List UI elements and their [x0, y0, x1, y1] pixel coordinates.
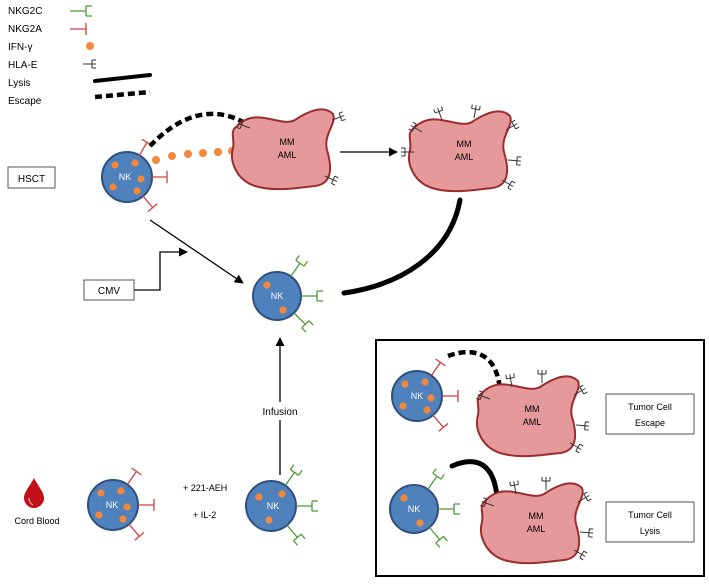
escape-curve-top — [148, 111, 252, 148]
hsct-label: HSCT — [18, 174, 45, 185]
inset-panel: NK MM AML Tumor Cell Escape NK — [375, 339, 705, 577]
nk-cell-expanded: NK — [252, 254, 324, 333]
legend-lysis-label: Lysis — [8, 78, 30, 89]
nk-label: NK — [408, 504, 421, 514]
blood-drop-icon — [24, 478, 44, 508]
tumor-cell-top-center: MM AML — [230, 108, 347, 191]
hla-e-icon — [82, 59, 97, 69]
tumor-mm-label: MM — [457, 139, 472, 149]
escape-line-icon — [94, 89, 151, 100]
ifn-granule-icon — [86, 42, 94, 50]
tumor-aml-label: AML — [523, 417, 542, 427]
inset-nk-escape: NK — [391, 358, 459, 432]
cmv-box: CMV — [83, 279, 135, 301]
nk-label: NK — [106, 500, 119, 510]
legend-escape-label: Escape — [8, 96, 42, 107]
nk-label: NK — [119, 172, 132, 182]
nkg2a-receptor-icon — [69, 22, 87, 36]
inset-tumor-lysis: MM AML — [479, 476, 594, 565]
lysis-curve-main — [341, 197, 463, 296]
nk-cell-hsct: NK — [101, 138, 168, 213]
treatment-il2: + IL-2 — [193, 510, 216, 520]
inset-tumor-escape: MM AML — [475, 369, 590, 458]
tumor-aml-label: AML — [455, 152, 474, 162]
cmv-label: CMV — [98, 286, 121, 297]
legend-hlae-label: HLA-E — [8, 60, 38, 71]
tumor-mm-label: MM — [280, 137, 295, 147]
tumor-lysis-label-2: Lysis — [640, 526, 661, 536]
legend-nkg2a-label: NKG2A — [8, 24, 42, 35]
legend-nkg2c-label: NKG2C — [8, 6, 42, 17]
arrow-hsct-to-nk — [149, 219, 244, 284]
nk-label: NK — [271, 291, 284, 301]
tumor-aml-label: AML — [527, 524, 546, 534]
inset-nk-lysis: NK — [389, 467, 461, 549]
nk-label: NK — [411, 391, 424, 401]
infusion-label: Infusion — [262, 407, 297, 418]
legend: NKG2C NKG2A IFN-γ HLA-E Lysis Escape — [8, 5, 152, 107]
tumor-mm-label: MM — [525, 404, 540, 414]
arrow-cmv-to-nk — [134, 247, 188, 291]
tumor-aml-label: AML — [278, 150, 297, 160]
cord-blood-label: Cord Blood — [14, 516, 59, 526]
ifn-gamma-stream — [152, 147, 236, 164]
tumor-escape-label-2: Escape — [635, 418, 665, 428]
nk-cell-cord-blood: NK — [87, 467, 155, 541]
hsct-box: HSCT — [7, 166, 56, 189]
nk-label: NK — [267, 501, 280, 511]
tumor-cell-top-right: MM AML — [400, 104, 522, 193]
tumor-escape-label-1: Tumor Cell — [628, 402, 672, 412]
lysis-curve-inset — [449, 459, 500, 500]
escape-curve-inset — [447, 349, 503, 393]
lysis-line-icon — [93, 73, 152, 83]
nk-cell-stimulated: NK — [245, 463, 319, 546]
tumor-mm-label: MM — [529, 511, 544, 521]
legend-ifn-label: IFN-γ — [8, 42, 32, 53]
treatment-221aeh: + 221-AEH — [183, 483, 227, 493]
tumor-lysis-label-1: Tumor Cell — [628, 510, 672, 520]
nkg2c-receptor-icon — [69, 5, 93, 17]
